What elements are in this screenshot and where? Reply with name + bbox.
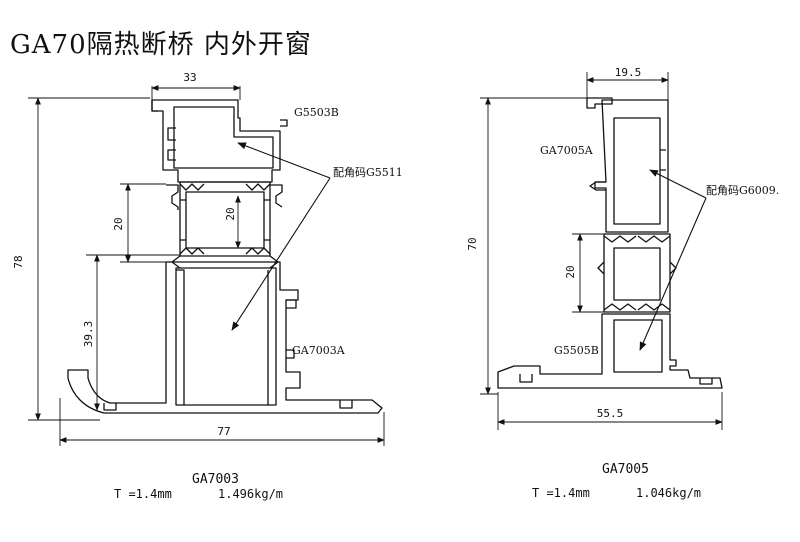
right-labels: 19.5 70 20 55.5 GA7005A 配角码G6009. G5505B	[466, 66, 779, 420]
right-profile-section	[497, 97, 723, 389]
right-dimensions	[480, 72, 723, 430]
dim-left-strip-inner: 20	[224, 207, 237, 220]
left-profile-name: GA7003	[192, 472, 239, 487]
left-labels: 33 78 20 20 39.3 77 G5503B 配角码G5511 GA70…	[12, 71, 403, 438]
label-ga7003a: GA7003A	[292, 344, 346, 357]
dim-left-top: 33	[183, 71, 196, 84]
right-weight: 1.046kg/m	[636, 486, 702, 500]
label-g5511: 配角码G5511	[333, 166, 403, 179]
left-profile-section	[67, 99, 383, 414]
right-profile-name: GA7005	[602, 462, 649, 477]
dim-left-height: 78	[12, 255, 25, 268]
left-thickness: T =1.4mm	[114, 487, 172, 501]
dim-right-top: 19.5	[615, 66, 642, 79]
right-thickness: T =1.4mm	[532, 486, 590, 500]
dim-left-lower: 39.3	[82, 321, 95, 348]
page-title: GA70隔热断桥 内外开窗	[10, 30, 312, 60]
dim-right-width: 55.5	[597, 407, 624, 420]
dim-left-strip-outer: 20	[112, 217, 125, 230]
left-dimensions	[28, 85, 385, 446]
left-weight: 1.496kg/m	[218, 487, 284, 501]
label-g5503b: G5503B	[294, 106, 339, 119]
dim-right-strip: 20	[564, 265, 577, 278]
label-ga7005a: GA7005A	[540, 144, 594, 157]
label-g5505b: G5505B	[554, 344, 599, 357]
dim-right-height: 70	[466, 237, 479, 250]
dim-left-width: 77	[217, 425, 230, 438]
label-g6009: 配角码G6009.	[706, 184, 779, 197]
